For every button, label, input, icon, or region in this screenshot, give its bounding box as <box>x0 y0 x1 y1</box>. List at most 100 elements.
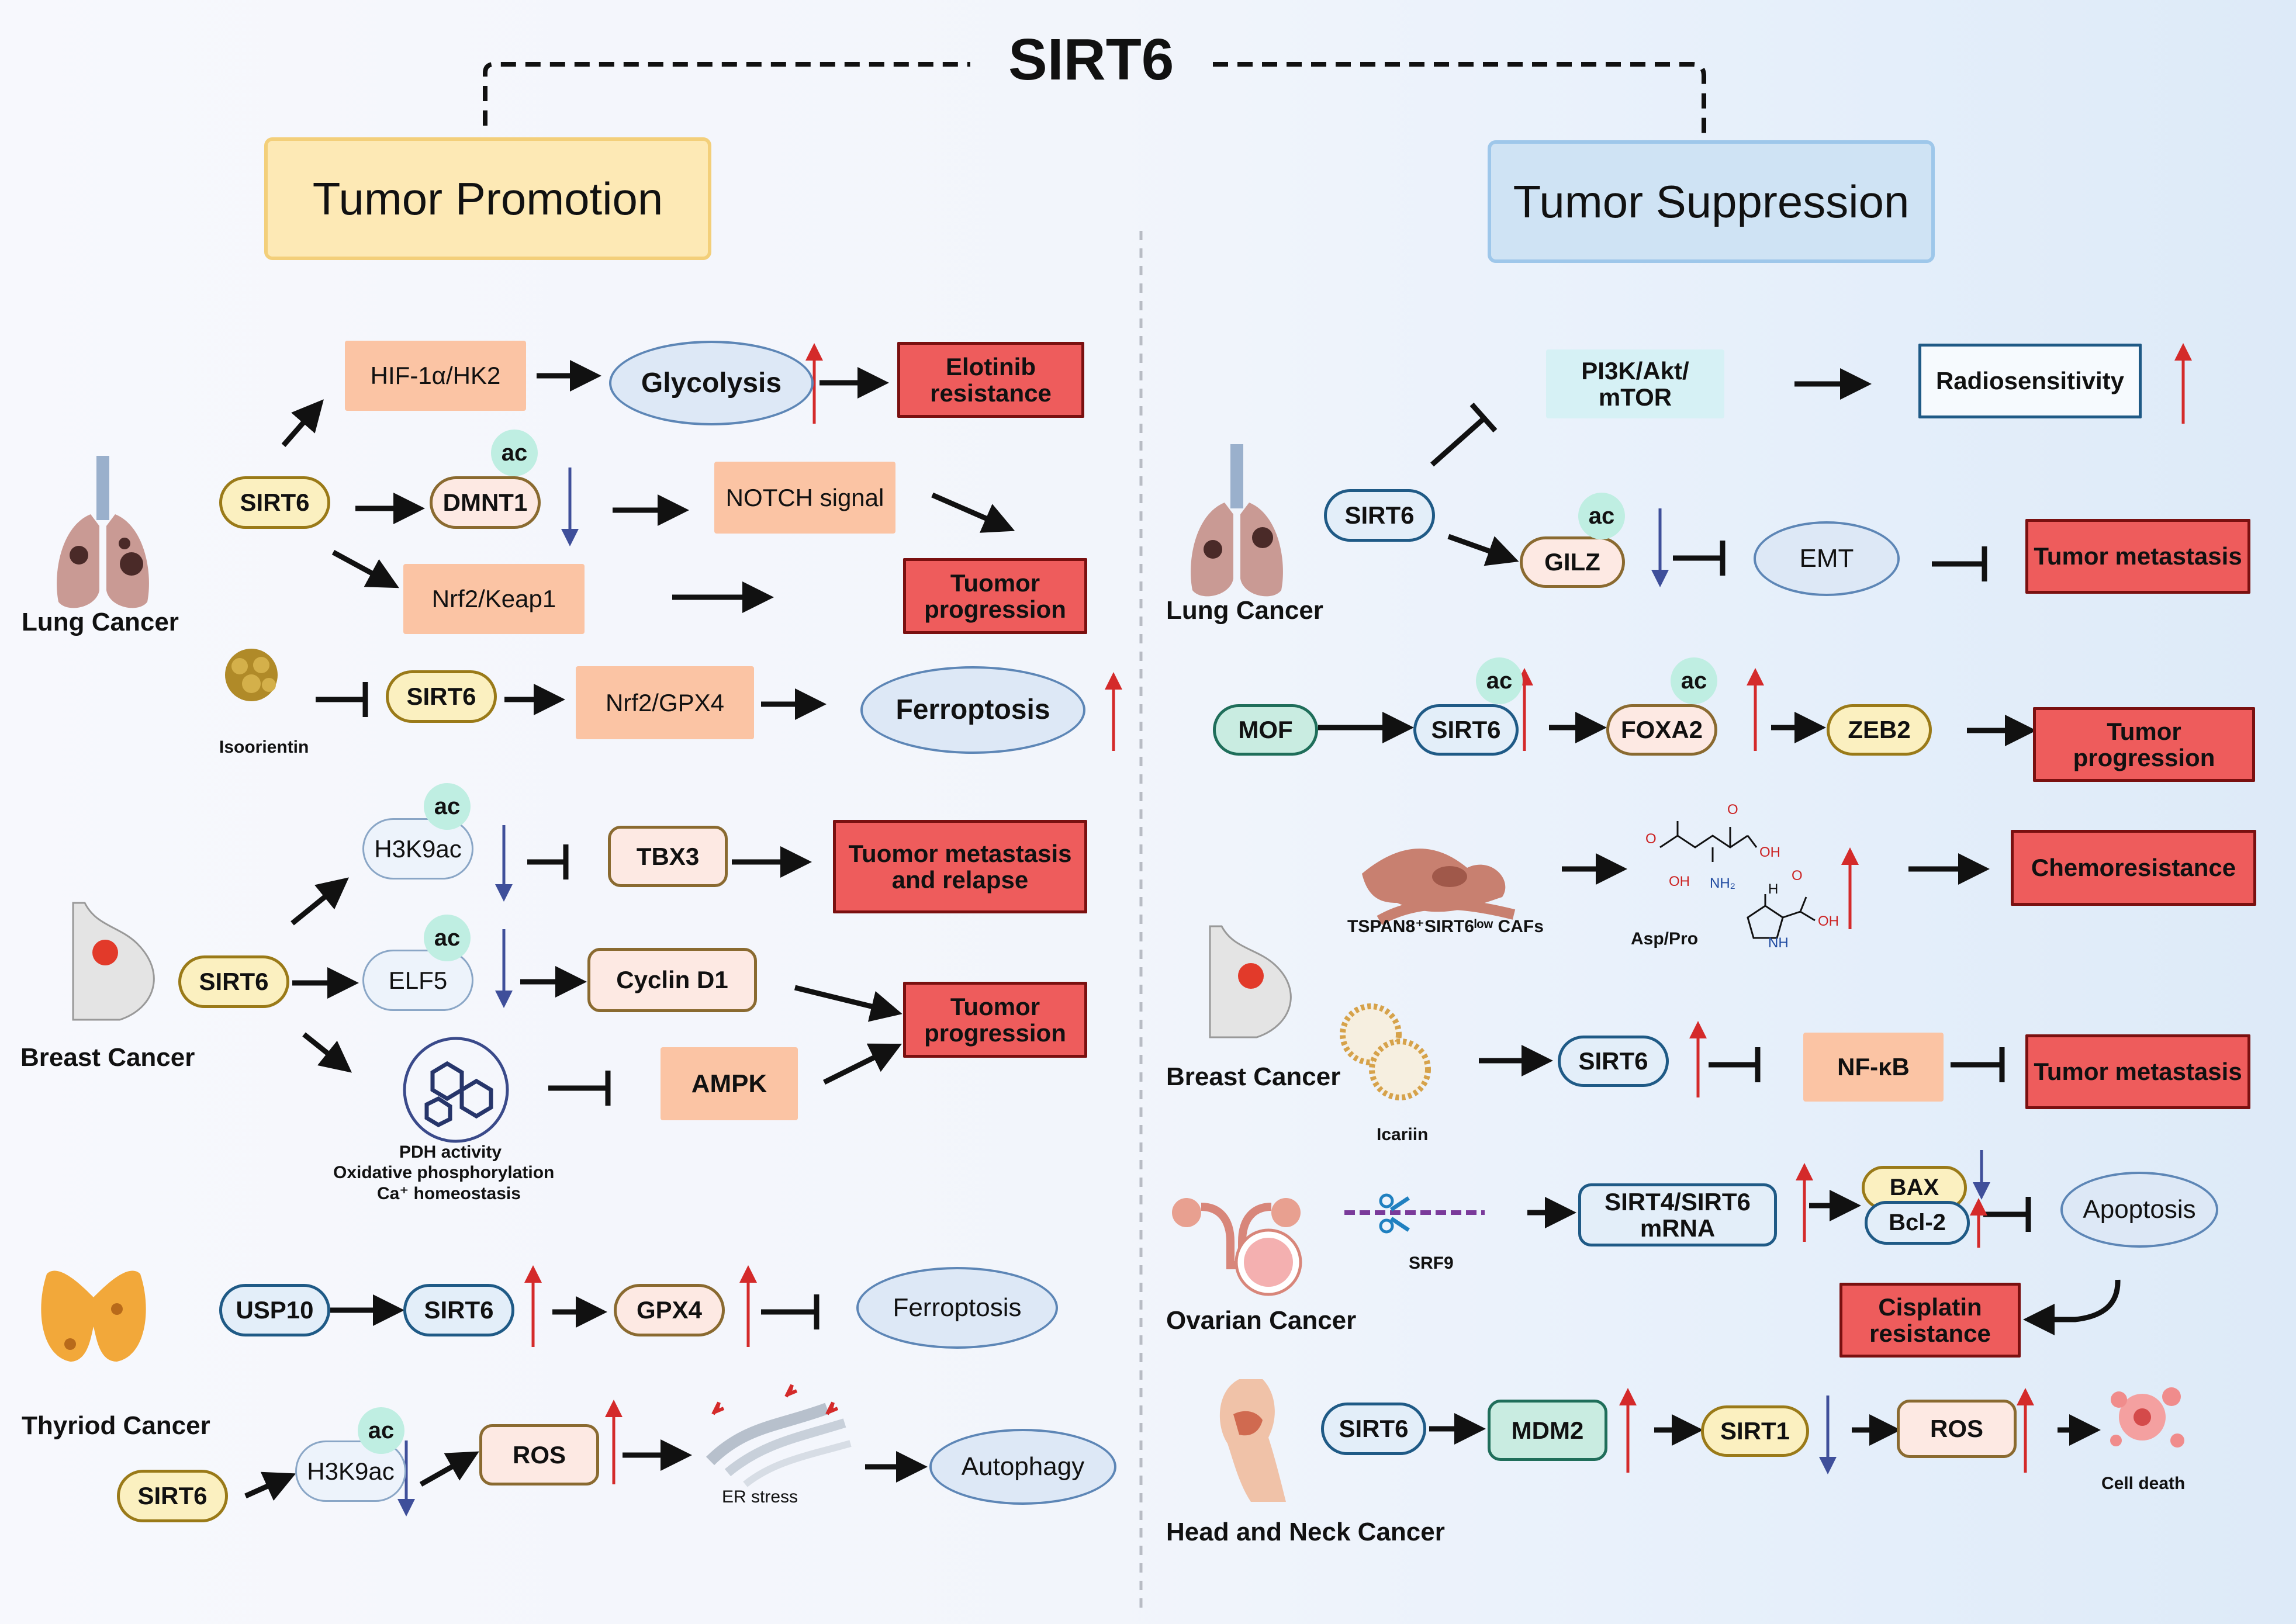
asp-molecule-icon <box>1659 821 1758 862</box>
ac-badge: ac <box>358 1407 404 1454</box>
zeb2-node: ZEB2 <box>1827 704 1932 756</box>
lung-icon-right <box>1191 444 1283 597</box>
pi3k-box: PI3K/Akt/ mTOR <box>1546 349 1724 418</box>
srf9-rna-icon <box>1344 1193 1485 1234</box>
tbx3-node: TBX3 <box>608 826 728 887</box>
ros-node: ROS <box>479 1424 599 1486</box>
thyroid-icon <box>41 1270 146 1362</box>
sirt6-node: SIRT6 <box>1558 1036 1669 1087</box>
sirt1-node: SIRT1 <box>1701 1405 1809 1457</box>
bcl2-node: Bcl-2 <box>1865 1201 1970 1245</box>
breast-cancer-label: Breast Cancer <box>1166 1062 1341 1091</box>
radiosensitivity-box: Radiosensitivity <box>1918 344 2142 418</box>
inhibit-nfkb-meta <box>1951 1047 2005 1082</box>
metastasis-box: Tumor metastasis <box>2025 1034 2250 1109</box>
nrf2-keap1-box: Nrf2/Keap1 <box>403 564 585 634</box>
sirt6-node: SIRT6 <box>1321 1403 1426 1455</box>
elf5-node: ELF5 <box>362 950 473 1011</box>
progression-box: Tumor progression <box>2033 707 2255 782</box>
head-neck-cancer-label: Head and Neck Cancer <box>1166 1518 1445 1546</box>
usp10-node: USP10 <box>219 1284 330 1336</box>
arrow-h3k9ac-ros <box>419 1451 479 1487</box>
sirt6-node: SIRT6 <box>117 1470 228 1522</box>
arrow-sirt6b-h3k9ac <box>244 1471 296 1501</box>
oh-atom: OH <box>1759 844 1780 860</box>
srf9-label: SRF9 <box>1409 1254 1454 1273</box>
sirt6-node: SIRT6 <box>403 1284 514 1336</box>
arrow-apoptosis-cisplatin <box>2023 1279 2121 1335</box>
breast-icon <box>72 902 155 1021</box>
ac-badge: ac <box>424 915 471 961</box>
chemoresistance-box: Chemoresistance <box>2011 830 2256 906</box>
isoorientin-icon <box>225 649 278 701</box>
arrow-sirt6-pdh <box>302 1032 352 1073</box>
ros-node: ROS <box>1897 1400 2017 1458</box>
sirt6-node: SIRT6 <box>178 955 289 1008</box>
gilz-node: GILZ <box>1520 536 1625 588</box>
inhibit-sirt6-pi3k <box>1430 403 1498 467</box>
ovarian-cancer-label: Ovarian Cancer <box>1166 1306 1357 1335</box>
sirt6-node: SIRT6 <box>1324 489 1435 542</box>
diagram-title: SIRT6 <box>1008 27 1174 92</box>
ampk-box: AMPK <box>661 1047 798 1120</box>
h-atom: H <box>1768 881 1779 897</box>
lung-cancer-label: Lung Cancer <box>22 608 179 636</box>
notch-box: NOTCH signal <box>714 462 895 534</box>
arrow-sirt6-hif <box>281 399 324 447</box>
metastasis-box: Tumor metastasis <box>2025 519 2250 594</box>
ca-label: Ca⁺ homeostasis <box>377 1184 521 1203</box>
elotinib-box: Elotinib resistance <box>897 342 1084 418</box>
cyclin-d1-node: Cyclin D1 <box>587 948 757 1012</box>
inhibit-gpx4-ferro <box>761 1294 819 1329</box>
arrow-notch-prog <box>931 492 1015 533</box>
asp-pro-label: Asp/Pro <box>1631 929 1699 948</box>
nh2-atom: NH₂ <box>1710 875 1735 891</box>
icariin-icon <box>1340 1003 1431 1100</box>
oxphos-label: Oxidative phosphorylation <box>333 1163 555 1182</box>
nrf2-gpx4-box: Nrf2/GPX4 <box>576 666 754 739</box>
foxa2-node: FOXA2 <box>1606 704 1717 756</box>
gpx4-node: GPX4 <box>614 1284 725 1336</box>
arrow-sirt6-h3k9ac <box>291 877 349 926</box>
breast-cancer-label: Breast Cancer <box>20 1043 195 1072</box>
hif-box: HIF-1α/HK2 <box>345 341 526 411</box>
icariin-label: Icariin <box>1377 1125 1429 1144</box>
sirt6-node: SIRT6 <box>1413 704 1519 756</box>
inhibit-iso-sirt6 <box>316 682 368 717</box>
cafs-label: TSPAN8⁺SIRT6ˡᵒʷ CAFs <box>1347 917 1544 936</box>
ovary-icon <box>1172 1198 1302 1296</box>
ac-badge: ac <box>491 430 538 476</box>
sirt6-node: SIRT6 <box>386 670 497 723</box>
caf-cell-icon <box>1362 849 1516 925</box>
mof-node: MOF <box>1213 704 1318 756</box>
ac-badge: ac <box>424 783 471 830</box>
ac-badge: ac <box>1476 657 1523 704</box>
metastasis-relapse-box: Tuomor metastasis and relapse <box>833 820 1087 913</box>
inhibit-pdh-ampk <box>548 1071 611 1106</box>
pro-molecule-icon <box>1747 894 1816 939</box>
er-stress-icon <box>706 1384 852 1487</box>
arrow-sirt6-gilz <box>1447 534 1519 566</box>
isoorientin-label: Isoorientin <box>219 737 309 757</box>
arrow-sirt6-nrf2keap <box>331 550 399 588</box>
o-atom: O <box>1645 831 1657 847</box>
nh-atom: NH <box>1768 935 1789 951</box>
sirt6-node: SIRT6 <box>219 476 330 529</box>
pdh-label: PDH activity <box>399 1142 502 1162</box>
arrow-ampk-prog <box>823 1043 903 1085</box>
er-stress-label: ER stress <box>722 1487 798 1507</box>
inhibit-bcl2-apop <box>1983 1197 2031 1232</box>
breast-icon-right <box>1209 925 1292 1038</box>
o-atom: O <box>1792 868 1803 884</box>
head-neck-icon <box>1219 1379 1286 1502</box>
nfkb-box: NF-κB <box>1803 1033 1944 1102</box>
inhibit-gilz-emt <box>1673 541 1726 576</box>
autophagy-node: Autophagy <box>929 1429 1116 1505</box>
cell-death-label: Cell death <box>2101 1474 2186 1493</box>
progression-box: Tuomor progression <box>903 982 1087 1058</box>
lung-cancer-label: Lung Cancer <box>1166 596 1323 625</box>
ferroptosis-node: Ferroptosis <box>860 666 1085 754</box>
oh-atom: OH <box>1669 874 1690 889</box>
